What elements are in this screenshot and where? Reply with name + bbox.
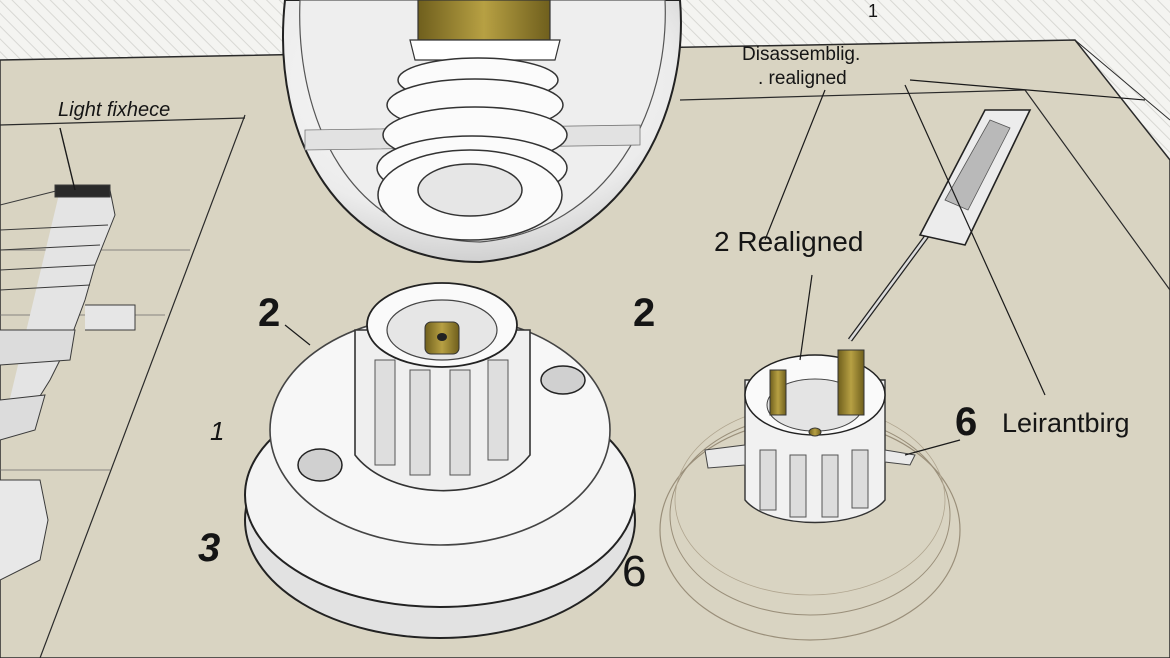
label-number-two-right: 2 [633, 291, 656, 335]
spiral-bulb [376, 57, 568, 241]
bulb-sketch [0, 184, 136, 581]
label-number-six-right: 6 [955, 400, 978, 444]
label-disassembling-realigned: . realigned [758, 68, 847, 89]
screwdriver [847, 109, 1032, 342]
label-left-mark: 1 [210, 416, 225, 446]
label-realigned: 2 Realigned [714, 226, 864, 257]
label-disassembling: Disassemblig. [742, 44, 861, 65]
label-number-six-bottom: 6 [622, 547, 647, 596]
label-learning: Leirantbirg [1002, 408, 1130, 438]
socket-base [244, 282, 636, 639]
label-number-two-left: 2 [258, 291, 281, 335]
label-number-three: 3 [198, 526, 221, 570]
leader-lines [284, 79, 1146, 456]
small-socket [659, 349, 961, 641]
label-top-number: 1 [868, 1, 879, 21]
label-light-fixture: Light fixhece [58, 99, 171, 121]
